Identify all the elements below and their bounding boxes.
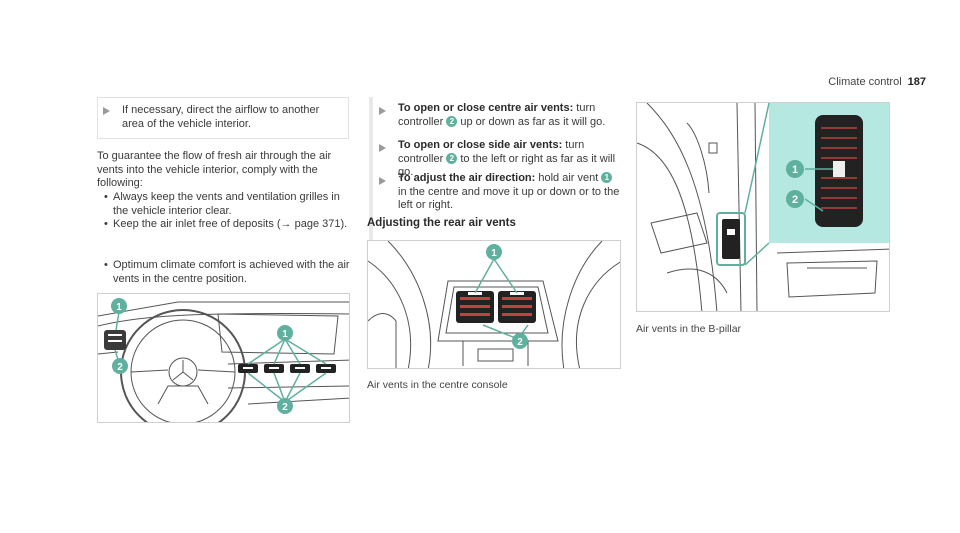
section-title: Climate control <box>828 76 902 88</box>
step-text: to the left or right as far as it will g… <box>398 152 616 179</box>
svg-text:2: 2 <box>282 402 288 413</box>
figure-caption: Air vents in the B-pillar <box>636 323 742 335</box>
step-item: To open or close side air vents: turn co… <box>398 139 622 180</box>
bullet-text: Keep the air inlet free of deposits (→ p… <box>113 218 348 230</box>
bullet-item: • Keep the air inlet free of deposits (→ … <box>104 218 353 232</box>
tip-arrow-icon <box>103 102 110 120</box>
bullet-icon: • <box>104 259 108 271</box>
step-text: up or down as far as it will go. <box>460 115 606 128</box>
step-text: hold air vent <box>538 172 599 184</box>
svg-text:2: 2 <box>517 337 523 348</box>
step-label: To open or close centre air vents: <box>398 102 574 114</box>
callout-2-badge: 2 <box>446 152 458 164</box>
callout-1-marker: 1 <box>486 244 502 260</box>
dashboard-illustration: 1 2 1 2 <box>98 298 349 422</box>
step-arrow-icon <box>379 102 386 120</box>
page-header: Climate control 187 <box>828 76 926 88</box>
b-pillar-vents-figure: 1 2 <box>636 102 890 312</box>
callout-2-marker: 2 <box>112 358 128 374</box>
step-label: To open or close side air vents: <box>398 139 563 151</box>
callout-2-marker: 2 <box>512 333 528 349</box>
callout-1-marker: 1 <box>111 298 127 314</box>
page-number: 187 <box>907 76 926 88</box>
bullet-item: • Always keep the vents and ventilation g… <box>104 191 353 218</box>
intro-text: To guarantee the flow of fresh air throu… <box>97 150 332 189</box>
step-arrow-icon <box>379 139 386 157</box>
step-item: To open or close centre air vents: turn … <box>398 102 622 129</box>
step-label: To adjust the air direction: <box>398 172 536 184</box>
section-subheading: Adjusting the rear air vents <box>367 217 516 229</box>
steps-sidebar-bar <box>369 97 373 287</box>
step-text: turn controller <box>398 139 585 165</box>
b-pillar-illustration: 1 2 <box>637 103 889 311</box>
callout-2-marker: 2 <box>786 190 804 208</box>
step-text: turn controller <box>398 102 596 128</box>
svg-text:1: 1 <box>282 329 288 340</box>
centre-console-illustration: 1 2 <box>368 241 620 368</box>
bullet-item: • Optimum climate comfort is achieved wit… <box>104 259 353 286</box>
callout-1-marker: 1 <box>277 325 293 341</box>
bullet-icon: • <box>104 218 108 230</box>
callout-1-badge: 1 <box>601 172 613 183</box>
svg-text:1: 1 <box>116 302 122 313</box>
svg-text:1: 1 <box>491 248 497 259</box>
step-item: To adjust the air direction: hold air ve… <box>398 172 622 213</box>
svg-text:1: 1 <box>792 164 798 176</box>
centre-console-vents-figure: 1 2 <box>367 240 621 369</box>
figure-caption: Air vents in the centre console <box>367 379 508 391</box>
step-arrow-icon <box>379 172 386 190</box>
zoom-source-frame <box>716 212 746 266</box>
callout-2-marker: 2 <box>277 398 293 414</box>
bullet-text: Always keep the vents and ventilation gr… <box>113 191 340 217</box>
callout-1-marker: 1 <box>786 160 804 178</box>
tip-text: If necessary, direct the airflow to anot… <box>122 104 320 130</box>
callout-2-badge: 2 <box>446 115 458 127</box>
dashboard-vents-figure: 1 2 1 2 <box>97 293 350 423</box>
bullet-text: Optimum climate comfort is achieved with… <box>113 259 350 285</box>
step-text: in the centre and move it up or down or … <box>398 185 620 212</box>
tip-box <box>97 97 349 139</box>
bullet-icon: • <box>104 191 108 203</box>
svg-text:2: 2 <box>792 194 798 206</box>
svg-text:2: 2 <box>117 362 123 373</box>
